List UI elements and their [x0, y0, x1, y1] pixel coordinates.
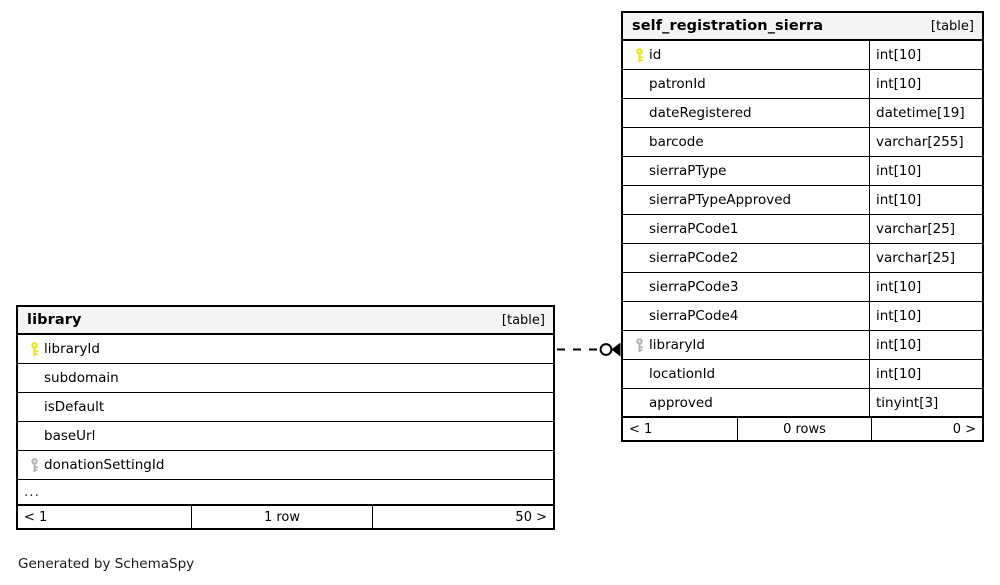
table-self-registration-sierra-type-tag: [table] — [930, 18, 974, 34]
column-type: int[10] — [869, 157, 982, 185]
column-name: id — [649, 47, 662, 63]
column-type: int[10] — [869, 302, 982, 330]
column-type: int[10] — [869, 273, 982, 301]
column-name: sierraPCode3 — [649, 279, 739, 295]
table-library[interactable]: library [table] libraryId subdomain isDefa… — [16, 305, 555, 530]
column-type: int[10] — [869, 186, 982, 214]
column-name-cell: patronId — [623, 70, 869, 98]
column-name: libraryId — [649, 337, 705, 353]
table-row[interactable]: subdomain — [18, 364, 553, 393]
column-name-cell: locationId — [623, 360, 869, 388]
primary-key-icon — [25, 341, 44, 357]
column-type: varchar[25] — [869, 244, 982, 272]
relationship-optional-circle-icon — [599, 343, 613, 356]
column-name-cell: sierraPTypeApproved — [623, 186, 869, 214]
generated-by-note: Generated by SchemaSpy — [18, 556, 195, 572]
table-row[interactable]: libraryId int[10] — [623, 331, 982, 360]
column-type: varchar[255] — [869, 128, 982, 156]
column-name-cell: subdomain — [18, 364, 553, 392]
table-self-registration-sierra-prev-page[interactable]: < 1 — [629, 421, 653, 437]
column-type: tinyint[3] — [869, 389, 982, 416]
column-name-cell: libraryId — [18, 335, 553, 363]
table-library-row-count: 1 row — [191, 506, 373, 528]
column-name-cell: libraryId — [623, 331, 869, 359]
column-name-cell: sierraPCode3 — [623, 273, 869, 301]
column-name: subdomain — [44, 370, 119, 386]
column-name: locationId — [649, 366, 716, 382]
column-name: barcode — [649, 134, 704, 150]
column-type: int[10] — [869, 331, 982, 359]
table-library-title: library — [27, 311, 82, 328]
column-name: sierraPCode1 — [649, 221, 739, 237]
column-name-cell: donationSettingId — [18, 451, 553, 479]
table-row[interactable]: dateRegistered datetime[19] — [623, 99, 982, 128]
column-name-cell: approved — [623, 389, 869, 416]
table-row[interactable]: sierraPCode2 varchar[25] — [623, 244, 982, 273]
table-row[interactable]: sierraPType int[10] — [623, 157, 982, 186]
table-self-registration-sierra[interactable]: self_registration_sierra [table] id int[1… — [621, 11, 984, 442]
table-row[interactable]: locationId int[10] — [623, 360, 982, 389]
column-name-cell: dateRegistered — [623, 99, 869, 127]
foreign-key-icon — [630, 337, 649, 353]
table-row[interactable]: donationSettingId — [18, 451, 553, 480]
table-library-more-columns-indicator: ... — [18, 480, 553, 506]
column-name: sierraPType — [649, 163, 727, 179]
column-name-cell: sierraPType — [623, 157, 869, 185]
table-self-registration-sierra-footer: < 1 0 rows 0 > — [623, 418, 982, 440]
column-name-cell: isDefault — [18, 393, 553, 421]
table-row[interactable]: sierraPCode4 int[10] — [623, 302, 982, 331]
table-self-registration-sierra-next-page[interactable]: 0 > — [952, 421, 976, 437]
table-row[interactable]: baseUrl — [18, 422, 553, 451]
column-type: int[10] — [869, 70, 982, 98]
column-name-cell: baseUrl — [18, 422, 553, 450]
foreign-key-icon — [25, 457, 44, 473]
column-type: varchar[25] — [869, 215, 982, 243]
column-name: isDefault — [44, 399, 105, 415]
column-name: sierraPCode2 — [649, 250, 739, 266]
column-name: patronId — [649, 76, 706, 92]
table-library-columns: libraryId subdomain isDefault baseUrl donati… — [18, 335, 553, 480]
column-type: int[10] — [869, 360, 982, 388]
column-name: baseUrl — [44, 428, 96, 444]
relationship-crowsfoot-icon — [611, 342, 621, 357]
column-name: donationSettingId — [44, 457, 165, 473]
table-library-header: library [table] — [18, 307, 553, 335]
table-library-next-page[interactable]: 50 > — [515, 509, 547, 525]
table-library-type-tag: [table] — [501, 312, 545, 328]
primary-key-icon — [630, 47, 649, 63]
table-row[interactable]: isDefault — [18, 393, 553, 422]
table-row[interactable]: sierraPCode3 int[10] — [623, 273, 982, 302]
column-name: libraryId — [44, 341, 100, 357]
column-name: sierraPTypeApproved — [649, 192, 792, 208]
table-self-registration-sierra-row-count: 0 rows — [737, 418, 872, 440]
table-row[interactable]: sierraPCode1 varchar[25] — [623, 215, 982, 244]
column-name: dateRegistered — [649, 105, 752, 121]
table-row[interactable]: approved tinyint[3] — [623, 389, 982, 418]
column-type: int[10] — [869, 41, 982, 69]
table-self-registration-sierra-title: self_registration_sierra — [632, 17, 824, 34]
relationship-library-to-self-registration-sierra — [557, 342, 621, 357]
column-name-cell: sierraPCode4 — [623, 302, 869, 330]
column-name: sierraPCode4 — [649, 308, 739, 324]
table-library-footer: < 1 1 row 50 > — [18, 506, 553, 528]
table-library-prev-page[interactable]: < 1 — [24, 509, 48, 525]
column-name-cell: sierraPCode1 — [623, 215, 869, 243]
column-type: datetime[19] — [869, 99, 982, 127]
column-name: approved — [649, 394, 713, 411]
table-row[interactable]: id int[10] — [623, 41, 982, 70]
column-name-cell: id — [623, 41, 869, 69]
table-row[interactable]: patronId int[10] — [623, 70, 982, 99]
column-name-cell: barcode — [623, 128, 869, 156]
table-row[interactable]: libraryId — [18, 335, 553, 364]
table-row[interactable]: barcode varchar[255] — [623, 128, 982, 157]
table-self-registration-sierra-header: self_registration_sierra [table] — [623, 13, 982, 41]
table-row[interactable]: sierraPTypeApproved int[10] — [623, 186, 982, 215]
column-name-cell: sierraPCode2 — [623, 244, 869, 272]
